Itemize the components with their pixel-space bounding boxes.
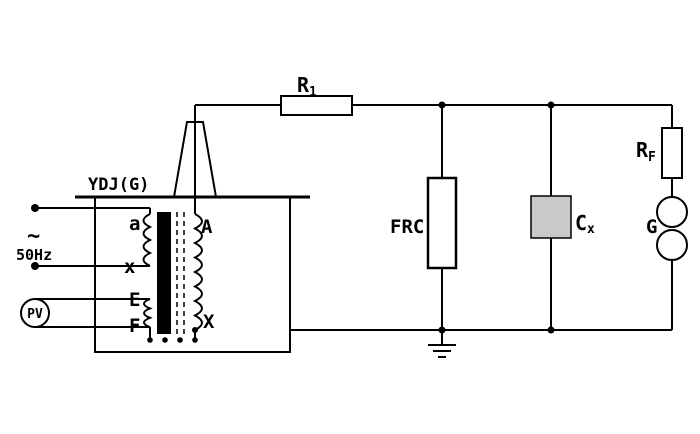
junction-dot xyxy=(547,101,555,109)
resistor-rf: RF xyxy=(636,105,683,179)
resistor-r1: R1 xyxy=(280,73,353,116)
sphere-lower xyxy=(656,229,688,261)
lv-winding-ax xyxy=(142,213,153,267)
transformer-ydj: YDJ(G) a x E F A X xyxy=(75,105,310,353)
label-rf: RF xyxy=(636,138,656,165)
label-pv: PV xyxy=(27,307,43,322)
label-ac-symbol: ~ xyxy=(27,224,40,249)
resistor-rf-body xyxy=(661,127,683,179)
terminal-stud xyxy=(147,337,153,343)
sphere-gap-g: G xyxy=(646,178,688,330)
junction-dot xyxy=(192,327,198,333)
source-terminal xyxy=(31,262,39,270)
junction-dot xyxy=(547,326,555,334)
ac-source: ~ 50Hz xyxy=(16,204,151,270)
voltmeter-pv: PV xyxy=(20,298,150,328)
source-terminal xyxy=(31,204,39,212)
label-frc: FRC xyxy=(390,216,424,238)
label-frequency: 50Hz xyxy=(16,246,52,264)
core-bar xyxy=(157,212,171,334)
label-g: G xyxy=(646,216,657,238)
junction-dot xyxy=(438,101,446,109)
terminal-stud xyxy=(177,337,183,343)
label-r1: R1 xyxy=(297,73,317,100)
junction-dot xyxy=(438,326,446,334)
measuring-winding-ef xyxy=(143,298,153,329)
capacitor-cx: Cx xyxy=(530,105,595,330)
junction-dots xyxy=(192,101,555,334)
terminal-stud xyxy=(162,337,168,343)
terminal-stud xyxy=(192,337,198,343)
sphere-upper xyxy=(656,196,688,228)
capacitor-cx-body xyxy=(530,195,572,239)
voltmeter-pv-body xyxy=(20,298,50,328)
label-terminal-a: a xyxy=(129,213,140,235)
divider-frc: FRC xyxy=(390,105,458,330)
label-terminal-A: A xyxy=(201,216,213,238)
divider-frc-body xyxy=(426,176,458,270)
resistor-r1-body xyxy=(280,95,353,116)
label-terminal-X: X xyxy=(203,311,215,333)
label-transformer-model: YDJ(G) xyxy=(88,175,149,195)
bushing xyxy=(172,121,218,198)
label-cx: Cx xyxy=(575,211,595,237)
ground-symbol xyxy=(428,330,456,358)
hv-winding-AX xyxy=(192,213,203,331)
